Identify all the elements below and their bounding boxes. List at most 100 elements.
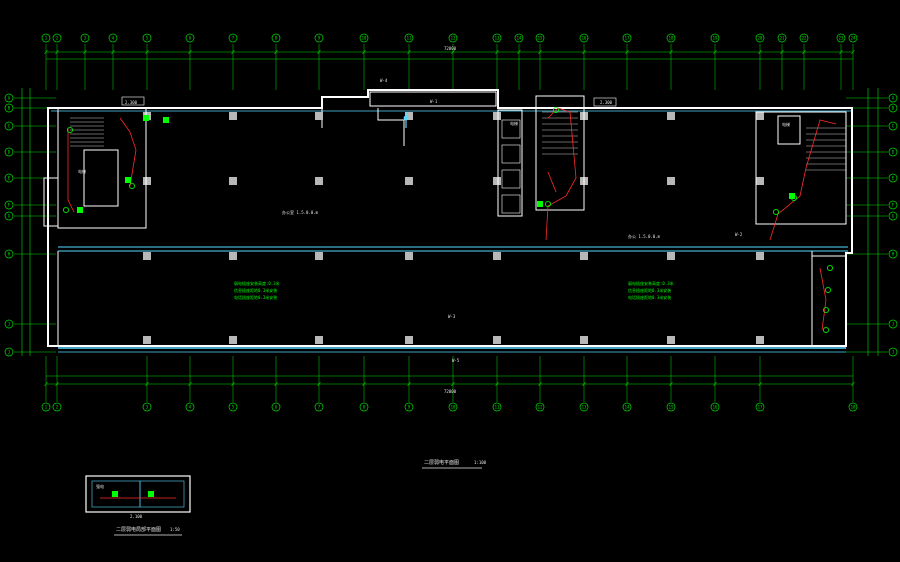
axis-label-right-8: H [892, 252, 895, 257]
axis-label-top-21: 21 [780, 36, 785, 41]
info-socket-11 [823, 326, 830, 333]
detail-room-label: 强电 [96, 483, 104, 489]
note-right-line-2: 信息插座距地0.3米安装 [628, 287, 671, 293]
axis-bubble-top-2 [52, 33, 62, 43]
note-left-line-1: 弱电插座安装高度:0.3米 [234, 280, 280, 286]
axis-bubble-top-24 [848, 33, 858, 43]
axis-bubble-top-19 [710, 33, 720, 43]
axis-label-bottom-8: 8 [363, 405, 366, 410]
axis-label-bottom-2: 2 [56, 405, 59, 410]
axis-bubble-left-2 [4, 103, 14, 113]
room-label-office-north: 办公室 1.5.0.0.m [282, 209, 319, 215]
axis-label-right-3: C [892, 124, 895, 129]
west-entry-vestibule [43, 177, 59, 227]
column-5 [493, 112, 501, 120]
axis-bubble-top-10 [359, 33, 369, 43]
axis-bubble-bottom-7 [314, 402, 324, 412]
level-tag-right: 2.300 [600, 100, 613, 105]
building-walls [47, 89, 853, 353]
axis-label-top-24: 24 [851, 36, 856, 41]
axis-bubble-bottom-2 [52, 402, 62, 412]
axis-bubble-top-9 [314, 33, 324, 43]
axis-bubble-left-5 [4, 173, 14, 183]
axis-bubble-bottom-11 [492, 402, 502, 412]
axis-label-bottom-4: 4 [189, 405, 192, 410]
axis-bubble-left-7 [4, 211, 14, 221]
info-socket-7 [773, 208, 780, 215]
axis-label-left-3: C [8, 124, 11, 129]
axis-label-left-8: H [8, 252, 11, 257]
axis-bubble-top-21 [777, 33, 787, 43]
axis-bubble-bottom-10 [448, 402, 458, 412]
axis-label-top-17: 17 [625, 36, 630, 41]
axis-bubble-bottom-6 [271, 402, 281, 412]
axis-label-top-19: 19 [713, 36, 718, 41]
axis-label-right-10: J [892, 350, 894, 355]
elevator-label-center: 电梯 [510, 120, 518, 126]
main-plan-title: 二层弱电平面图 [424, 459, 459, 466]
axis-label-top-20: 20 [758, 36, 763, 41]
wire-tag-4: W-4 [380, 78, 388, 83]
axis-label-bottom-15: 15 [669, 405, 674, 410]
axis-label-left-7: G [8, 214, 11, 219]
axis-bubble-bottom-4 [185, 402, 195, 412]
level-tag-frame-2 [593, 97, 617, 107]
column-15 [667, 177, 675, 185]
axis-bubble-top-15 [535, 33, 545, 43]
axis-label-top-14: 14 [517, 36, 522, 41]
weak-current-box-5 [789, 193, 795, 199]
axis-label-bottom-7: 7 [318, 405, 321, 410]
weak-current-box-1 [143, 115, 149, 121]
axis-bubble-top-11 [404, 33, 414, 43]
axis-bubble-right-4 [888, 147, 898, 157]
axis-bubble-top-12 [448, 33, 458, 43]
axis-bubble-bottom-1 [41, 402, 51, 412]
axis-bubble-right-8 [888, 249, 898, 259]
east-core-enclosure [755, 111, 847, 225]
west-core-enclosure [57, 107, 147, 229]
axis-bubble-right-6 [888, 200, 898, 210]
weak-current-box-4 [537, 201, 543, 207]
room-label-office-east: 办公 1.5.0.0.m [628, 233, 661, 239]
detail-plan: 强电 2.100 二层弱电局部平面图 1:50 [85, 475, 191, 536]
axis-bubble-top-5 [142, 33, 152, 43]
axis-bubble-top-18 [666, 33, 676, 43]
center-elevator-car-2 [501, 144, 521, 164]
axis-label-top-9: 9 [318, 36, 321, 41]
axis-label-bottom-18: 18 [851, 405, 856, 410]
axis-bubble-top-16 [579, 33, 589, 43]
level-tag-frame-1 [121, 96, 145, 106]
axis-bubble-right-1 [888, 93, 898, 103]
elevator-label-left: 电梯 [78, 168, 86, 174]
axis-bubble-top-20 [755, 33, 765, 43]
axis-bubble-left-3 [4, 121, 14, 131]
column-7 [667, 112, 675, 120]
axis-bubble-right-7 [888, 211, 898, 221]
axis-label-top-10: 10 [362, 36, 367, 41]
axis-label-bottom-16: 16 [713, 405, 718, 410]
axis-label-right-1: A [892, 96, 895, 101]
north-balcony [369, 91, 497, 107]
column-16 [756, 177, 764, 185]
axis-label-left-4: D [8, 150, 11, 155]
axis-bubble-bottom-18 [848, 402, 858, 412]
wire-tag-2: W-2 [735, 232, 743, 237]
axis-bubble-top-23 [836, 33, 846, 43]
info-socket-4 [545, 200, 552, 207]
axis-label-right-5: E [892, 176, 895, 181]
axis-label-bottom-14: 14 [625, 405, 630, 410]
axis-label-left-5: E [8, 176, 11, 181]
axis-bubble-top-3 [80, 33, 90, 43]
plan-annotations: 办公室 1.5.0.0.m 办公 1.5.0.0.m 弱电插座安装高度:0.3米… [78, 78, 790, 363]
detail-plan-title: 二层弱电局部平面图 [116, 526, 161, 533]
axis-bubble-bottom-15 [666, 402, 676, 412]
axis-label-top-16: 16 [582, 36, 587, 41]
info-socket-9 [825, 286, 832, 293]
column-17 [143, 252, 151, 260]
wire-tag-1: W-1 [430, 99, 438, 104]
axis-bubble-bottom-17 [755, 402, 765, 412]
axis-label-bottom-17: 17 [758, 405, 763, 410]
overall-dimension-top: 72000 [444, 46, 457, 51]
